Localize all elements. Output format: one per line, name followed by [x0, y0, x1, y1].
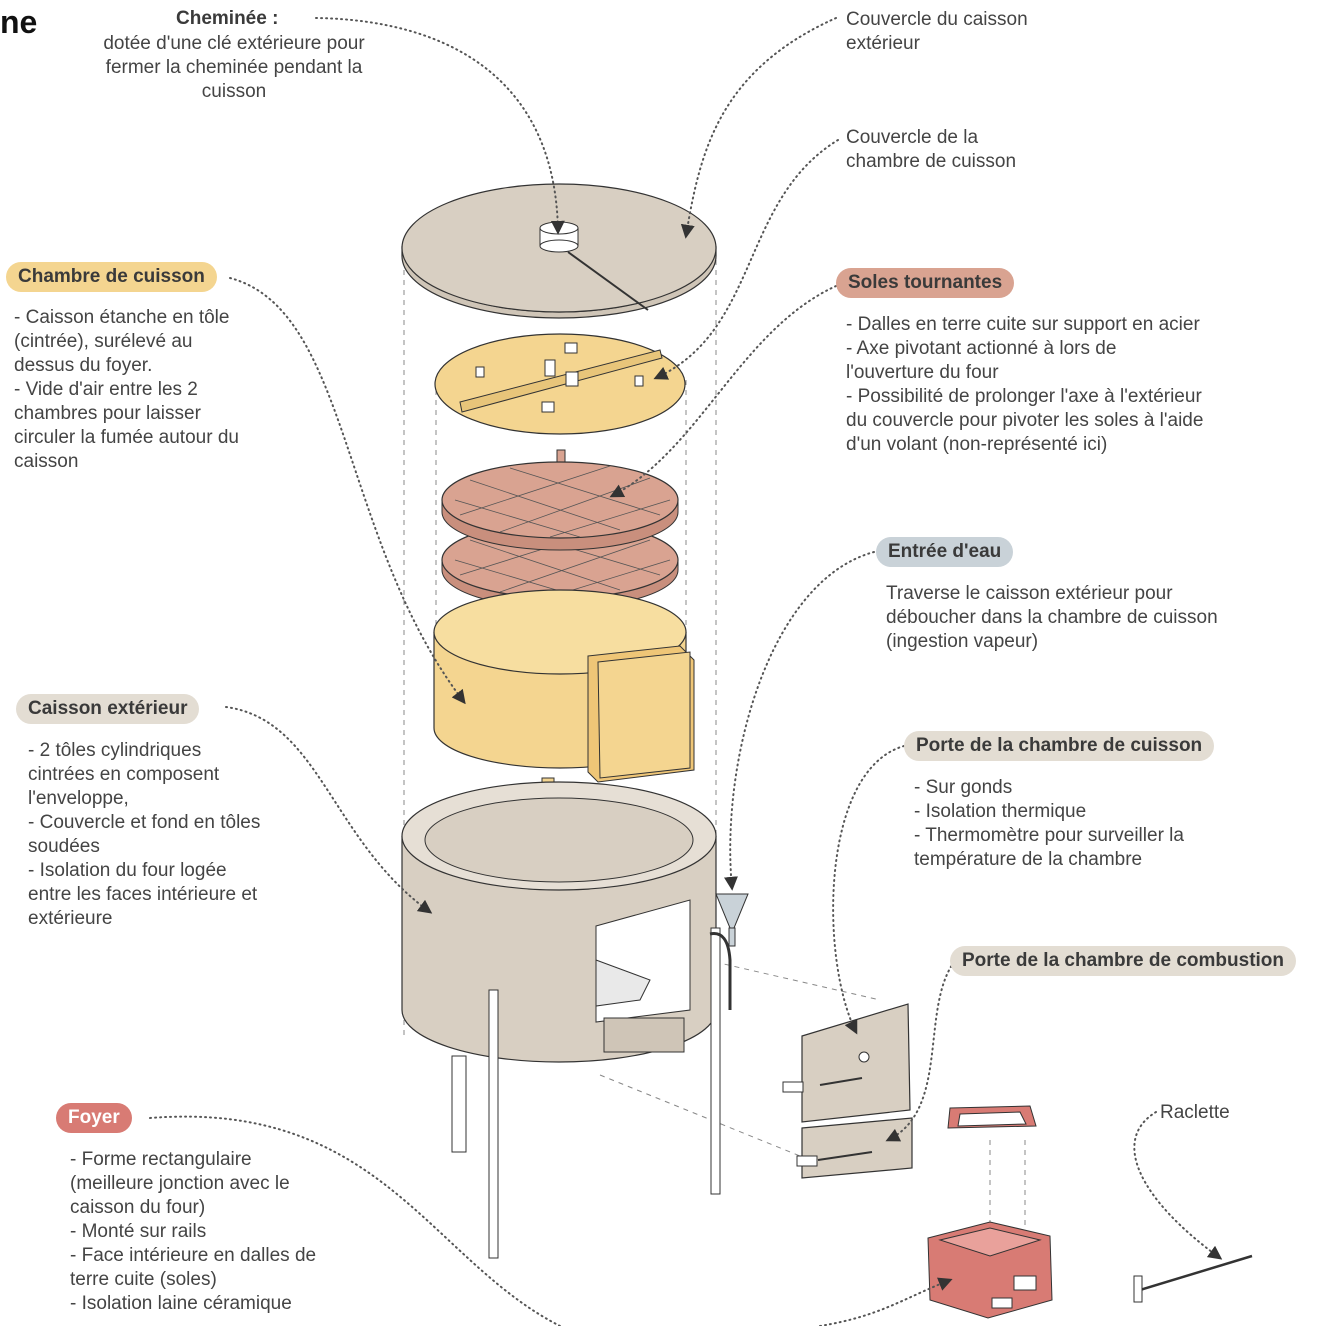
outer-casing	[401, 781, 732, 1259]
cooking-chamber	[433, 589, 695, 805]
outer-lid-label: Couvercle du caisson extérieur	[846, 9, 1028, 54]
cooking-chamber-lid	[434, 333, 686, 435]
cooking-lid-label: Couvercle de la chambre de cuisson	[846, 127, 1017, 172]
firebox	[927, 1105, 1053, 1319]
water-inlet-title: Entrée d'eau	[876, 537, 1014, 567]
doors	[782, 1003, 913, 1179]
cooking-chamber-title: Chambre de cuisson	[6, 262, 217, 292]
cooking-chamber-text: - Caisson étanche en tôle (cintrée), sur…	[14, 307, 239, 472]
firebox-title: Foyer	[56, 1103, 132, 1133]
cheminee-title: Cheminée :	[176, 8, 279, 29]
soles-tournantes-title: Soles tournantes	[836, 268, 1015, 298]
firebox-text: - Forme rectangulaire (meilleure jonctio…	[70, 1149, 317, 1314]
water-inlet-text: Traverse le caisson extérieur pour débou…	[886, 583, 1218, 652]
outer-casing-text: - 2 tôles cylindriques cintrées en compo…	[28, 740, 261, 929]
scraper-label: Raclette	[1160, 1102, 1230, 1123]
outer-casing-title: Caisson extérieur	[16, 694, 200, 724]
water-inlet-funnel	[715, 893, 749, 947]
soles-tournantes-text: - Dalles en terre cuite sur support en a…	[846, 314, 1204, 455]
leader-lines	[149, 17, 1223, 1326]
corner-title: ne	[0, 4, 38, 40]
scraper-tool	[1133, 1254, 1253, 1303]
cooking-door-text: - Sur gonds - Isolation thermique - Ther…	[914, 777, 1184, 870]
rotating-hearths	[441, 449, 679, 609]
combustion-door-title: Porte de la chambre de combustion	[950, 946, 1297, 976]
cooking-door-title: Porte de la chambre de cuisson	[904, 731, 1215, 761]
cheminee-text: dotée d'une clé extérieure pour fermer l…	[103, 33, 365, 102]
outer-lid	[401, 183, 717, 319]
